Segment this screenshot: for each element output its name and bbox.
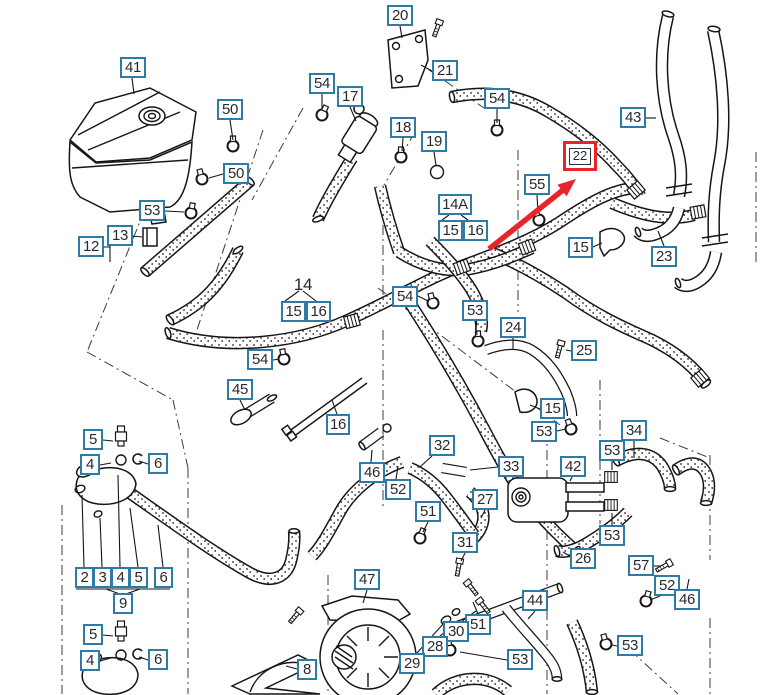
callout-50[interactable]: 50	[223, 163, 249, 184]
callout-18[interactable]: 18	[390, 117, 416, 138]
callout-32[interactable]: 32	[429, 435, 455, 456]
sensor-parts-drawing	[114, 425, 143, 661]
callout-51[interactable]: 51	[465, 614, 491, 635]
callout-20[interactable]: 20	[387, 5, 413, 26]
callout-53[interactable]: 53	[462, 300, 488, 321]
callout-53[interactable]: 53	[599, 525, 625, 546]
pump-47-drawing	[319, 595, 417, 695]
callout-45[interactable]: 45	[227, 379, 253, 400]
callout-54[interactable]: 54	[309, 73, 335, 94]
callout-4[interactable]: 4	[111, 567, 130, 588]
callout-52[interactable]: 52	[385, 479, 411, 500]
small-parts-drawing	[142, 227, 674, 625]
red-arrow	[487, 179, 576, 252]
callout-53[interactable]: 53	[507, 649, 533, 670]
callout-25[interactable]: 25	[571, 340, 597, 361]
callout-23[interactable]: 23	[651, 246, 677, 267]
callout-15[interactable]: 15	[281, 301, 306, 322]
callout-16[interactable]: 16	[463, 220, 488, 241]
callout-34[interactable]: 34	[621, 420, 647, 441]
callout-53[interactable]: 53	[139, 200, 165, 221]
callout-46[interactable]: 46	[359, 462, 385, 483]
callout-50[interactable]: 50	[217, 99, 243, 120]
callout-15[interactable]: 15	[540, 398, 565, 419]
callout-42[interactable]: 42	[560, 456, 586, 477]
expansion-tank-drawing	[68, 87, 197, 225]
callout-28[interactable]: 28	[422, 636, 448, 657]
callout-53[interactable]: 53	[531, 421, 557, 442]
callout-21[interactable]: 21	[432, 60, 458, 81]
callout-15[interactable]: 15	[438, 220, 463, 241]
callout-16[interactable]: 16	[306, 301, 331, 322]
callout-15[interactable]: 15	[568, 237, 593, 258]
callout-51[interactable]: 51	[415, 501, 441, 522]
callout-5[interactable]: 5	[83, 429, 103, 450]
callout-44[interactable]: 44	[522, 590, 548, 611]
callout-24[interactable]: 24	[500, 317, 526, 338]
oil-cooler-drawing	[507, 477, 605, 523]
highlighted-callout-box[interactable]: 22	[563, 141, 597, 171]
callout-19[interactable]: 19	[421, 131, 447, 152]
callout-13[interactable]: 13	[107, 225, 133, 246]
callout-33[interactable]: 33	[498, 456, 524, 477]
callout-6[interactable]: 6	[148, 453, 168, 474]
callout-6[interactable]: 6	[148, 649, 168, 670]
callout-31[interactable]: 31	[452, 532, 478, 553]
callout-22[interactable]: 22	[569, 147, 591, 165]
callout-12[interactable]: 12	[78, 236, 104, 257]
callout-43[interactable]: 43	[620, 107, 646, 128]
callout-55[interactable]: 55	[524, 174, 550, 195]
callout-54[interactable]: 54	[392, 286, 418, 307]
callout-41[interactable]: 41	[120, 57, 146, 78]
callout-5[interactable]: 5	[83, 624, 103, 645]
callout-54[interactable]: 54	[247, 349, 273, 370]
callout-8[interactable]: 8	[297, 659, 317, 680]
callout-4[interactable]: 4	[80, 454, 100, 475]
callout-30[interactable]: 30	[443, 621, 469, 642]
callout-6[interactable]: 6	[154, 567, 173, 588]
callout-16[interactable]: 16	[326, 414, 350, 435]
callout-9[interactable]: 9	[113, 593, 133, 614]
callout-46[interactable]: 46	[674, 589, 700, 610]
callout-29[interactable]: 29	[399, 653, 425, 674]
callout-14A[interactable]: 14A	[438, 194, 472, 215]
callout-3[interactable]: 3	[93, 567, 112, 588]
clamp-19-drawing	[429, 164, 445, 180]
callout-57[interactable]: 57	[628, 555, 654, 576]
bracket-20-drawing	[387, 18, 445, 89]
callout-26[interactable]: 26	[570, 548, 596, 569]
leader-lines	[76, 25, 690, 670]
group-label-14: 14	[293, 274, 313, 294]
callout-47[interactable]: 47	[354, 569, 380, 590]
callout-17[interactable]: 17	[337, 86, 363, 107]
callout-27[interactable]: 27	[472, 489, 498, 510]
callout-53[interactable]: 53	[617, 635, 643, 656]
callout-52[interactable]: 52	[654, 575, 680, 596]
callout-4[interactable]: 4	[80, 650, 100, 671]
callout-5[interactable]: 5	[129, 567, 148, 588]
callout-53[interactable]: 53	[599, 440, 625, 461]
callout-54[interactable]: 54	[484, 88, 510, 109]
callout-2[interactable]: 2	[75, 567, 94, 588]
